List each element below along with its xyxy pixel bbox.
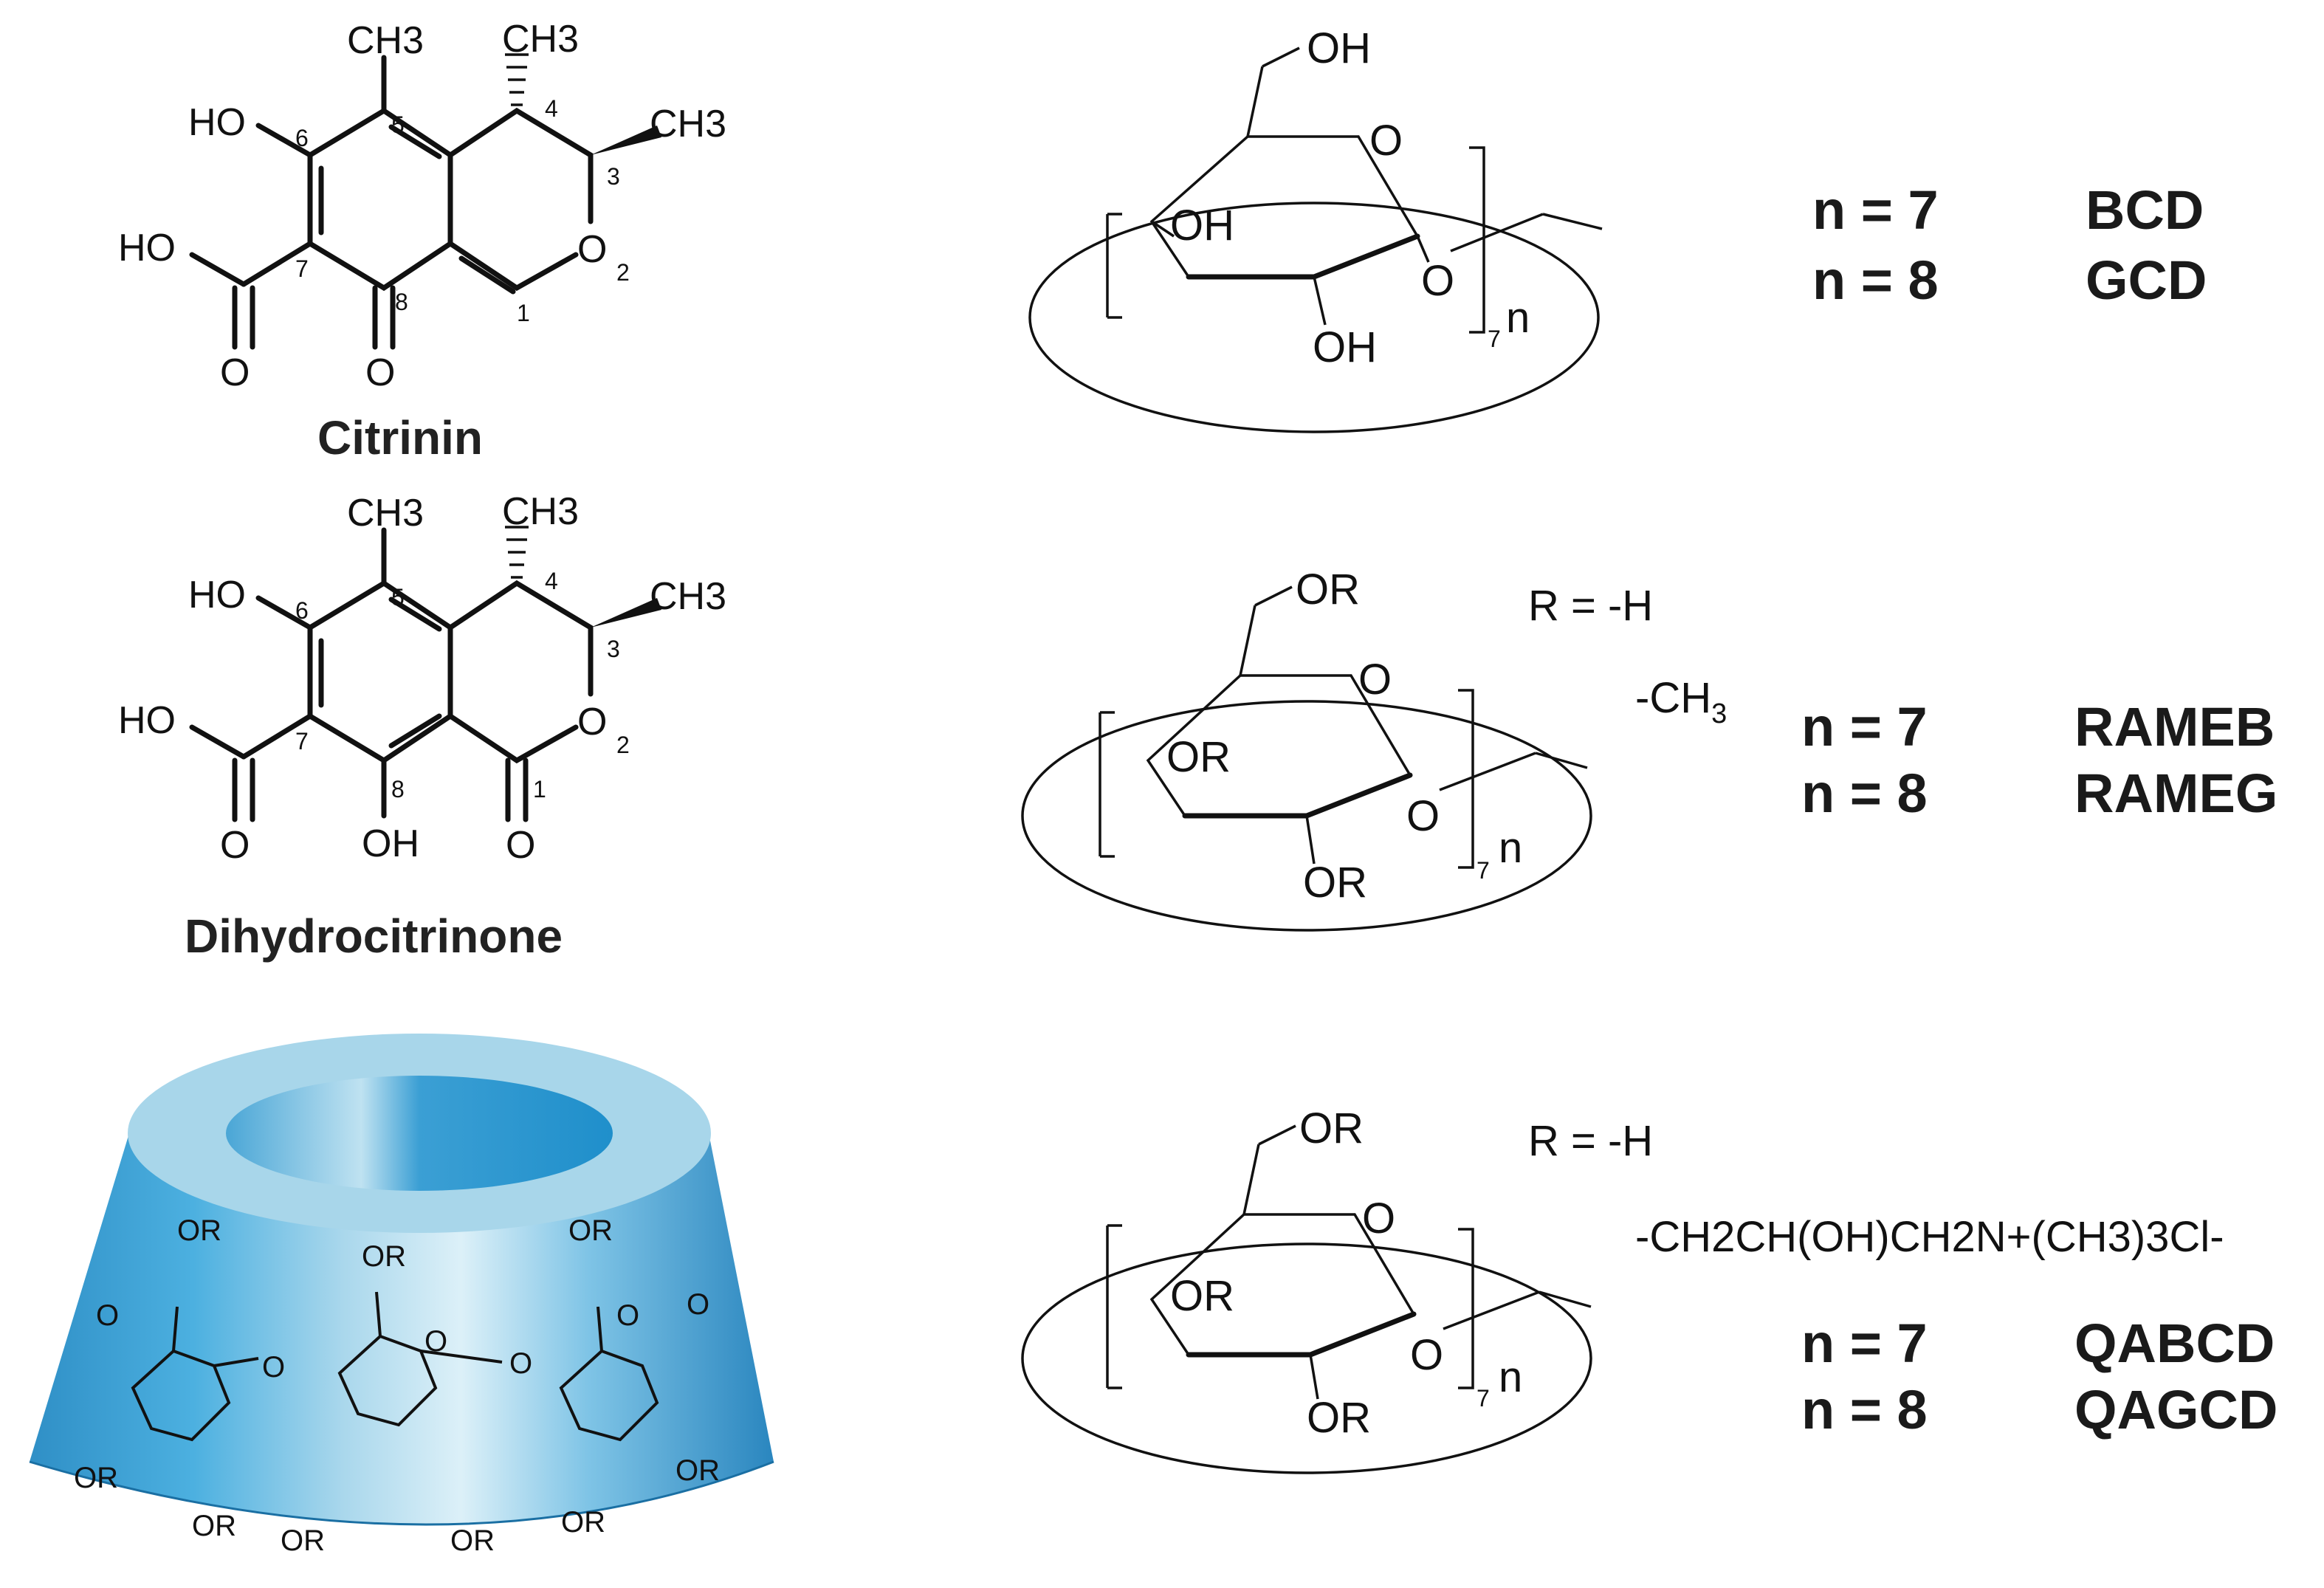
- substituent-label: OR: [1299, 1104, 1364, 1152]
- ring-oxygen-label: O: [577, 701, 607, 743]
- locant: 2: [616, 732, 630, 758]
- substituent-label: OR: [177, 1214, 221, 1247]
- n-label: n: [1499, 1353, 1522, 1401]
- r-definition: R = -H: [1528, 1117, 1653, 1165]
- locant: 5: [391, 111, 405, 138]
- substituent-label: OR: [450, 1525, 495, 1557]
- ring-oxygen-label: O: [1369, 117, 1403, 165]
- acid-oxygen-label: O: [220, 351, 250, 394]
- n-value: n = 7: [1801, 696, 1928, 757]
- hash-bond: [505, 53, 529, 106]
- hash-bond: [505, 526, 529, 579]
- dihydrocitrinone-structure: CH3 CH3 CH3 HO HO O OH O O 1 2 3 4 5 6 7…: [118, 490, 726, 963]
- cone-label-group: OR OR OR OR OR OR OR OR OR O O O O O O: [74, 1214, 720, 1557]
- oxygen-label: O: [616, 1299, 639, 1332]
- n-value: n = 8: [1812, 250, 1939, 311]
- wedge-bond: [591, 126, 661, 155]
- hydroxyl-label: HO: [118, 227, 176, 269]
- substituent-label: OR: [74, 1462, 118, 1494]
- n-label: n: [1506, 294, 1530, 342]
- cd-name: BCD: [2086, 179, 2204, 241]
- subscript: 7: [1488, 326, 1501, 352]
- hydroxyl-label: OH: [1170, 202, 1234, 250]
- substituent-label: OR: [362, 1240, 406, 1273]
- subscript: 7: [1476, 1385, 1490, 1412]
- oxygen-label: O: [687, 1288, 709, 1321]
- n-value: n = 8: [1801, 1379, 1928, 1440]
- locant: 5: [391, 584, 405, 611]
- hydroxyl-label: OH: [362, 822, 419, 865]
- locant: 1: [517, 300, 530, 326]
- substituent-label: OR: [1303, 859, 1367, 907]
- r-alternative: -CH2CH(OH)CH2N+(CH3)3Cl-: [1635, 1213, 2224, 1261]
- oxygen-label: O: [424, 1325, 447, 1358]
- n-label: n: [1499, 824, 1522, 872]
- quaternary-cd-structure: OR O OR OR O 7 n R = -H -CH2CH(OH)CH2N+(…: [1021, 1104, 2277, 1474]
- n-value: n = 7: [1801, 1313, 1928, 1374]
- substituent-label: OR: [1307, 1394, 1371, 1442]
- link-oxygen-label: O: [1410, 1331, 1443, 1379]
- subscript: 7: [1476, 857, 1490, 884]
- r-definition: R = -H: [1528, 582, 1653, 630]
- ch3-label: CH3: [502, 490, 579, 533]
- cd-name: RAMEB: [2074, 696, 2275, 757]
- substituent-label: OR: [1170, 1272, 1234, 1320]
- substituent-label: OR: [1296, 566, 1360, 613]
- substituent-label: OR: [561, 1506, 605, 1539]
- locant: 1: [533, 776, 546, 802]
- cd-name: QABCD: [2074, 1313, 2275, 1374]
- locant: 7: [295, 728, 309, 755]
- hydroxyl-label: HO: [118, 699, 176, 742]
- wedge-bond: [591, 598, 661, 628]
- locant: 4: [545, 568, 558, 594]
- substituent-label: OR: [1166, 733, 1231, 781]
- citrinin-structure: CH3 CH3 CH3 HO HO O O O 1 2 3 4 5 6 7 8 …: [118, 18, 726, 464]
- cd-name: GCD: [2086, 250, 2207, 311]
- substituent-label: OR: [675, 1454, 720, 1487]
- locant: 8: [391, 776, 405, 802]
- n-value: n = 7: [1812, 179, 1939, 241]
- ch3-label: CH3: [650, 103, 726, 145]
- lactone-oxygen-label: O: [506, 824, 535, 867]
- hydroxyl-label: OH: [1307, 24, 1371, 72]
- locant: 6: [295, 597, 309, 624]
- methylated-cd-structure: OR O OR OR O 7 n R = -H -CH3 n = 7 n = 8…: [1021, 566, 2277, 932]
- locant: 2: [616, 259, 630, 286]
- ring-oxygen-label: O: [577, 228, 607, 271]
- cyclodextrin-cone: OR OR OR OR OR OR OR OR OR O O O O O O: [29, 1034, 774, 1557]
- locant: 7: [295, 255, 309, 282]
- molecule-name: Citrinin: [317, 411, 483, 464]
- r-alternative: -CH3: [1635, 674, 1727, 729]
- hydroxyl-label: OH: [1313, 323, 1377, 371]
- ch3-label: CH3: [502, 18, 579, 61]
- ch3-label: CH3: [650, 575, 726, 618]
- ch3-label: CH3: [347, 19, 424, 62]
- oxygen-label: O: [509, 1347, 532, 1380]
- link-oxygen-label: O: [1406, 792, 1440, 840]
- substituent-label: OR: [281, 1525, 325, 1557]
- locant: 6: [295, 125, 309, 151]
- locant: 3: [607, 636, 620, 662]
- keto-oxygen-label: O: [365, 351, 395, 394]
- hydroxyl-label: HO: [188, 574, 246, 616]
- cd-name: QAGCD: [2074, 1379, 2277, 1440]
- cd-name: RAMEG: [2074, 763, 2277, 824]
- oxygen-label: O: [96, 1299, 119, 1332]
- link-oxygen-label: O: [1421, 257, 1454, 305]
- locant: 3: [607, 163, 620, 190]
- substituent-label: OR: [568, 1214, 613, 1247]
- substituent-label: OR: [192, 1510, 236, 1542]
- ch3-label: CH3: [347, 492, 424, 535]
- native-cd-structure: OH O OH OH O 7 n n = 7 n = 8 BCD GCD: [1028, 24, 2207, 433]
- locant: 4: [545, 95, 558, 122]
- oxygen-label: O: [262, 1351, 285, 1384]
- n-value: n = 8: [1801, 763, 1928, 824]
- locant: 8: [395, 289, 408, 315]
- ring-oxygen-label: O: [1362, 1195, 1395, 1242]
- molecule-name: Dihydrocitrinone: [185, 910, 563, 963]
- hydroxyl-label: HO: [188, 101, 246, 144]
- acid-oxygen-label: O: [220, 824, 250, 867]
- ring-oxygen-label: O: [1358, 656, 1392, 704]
